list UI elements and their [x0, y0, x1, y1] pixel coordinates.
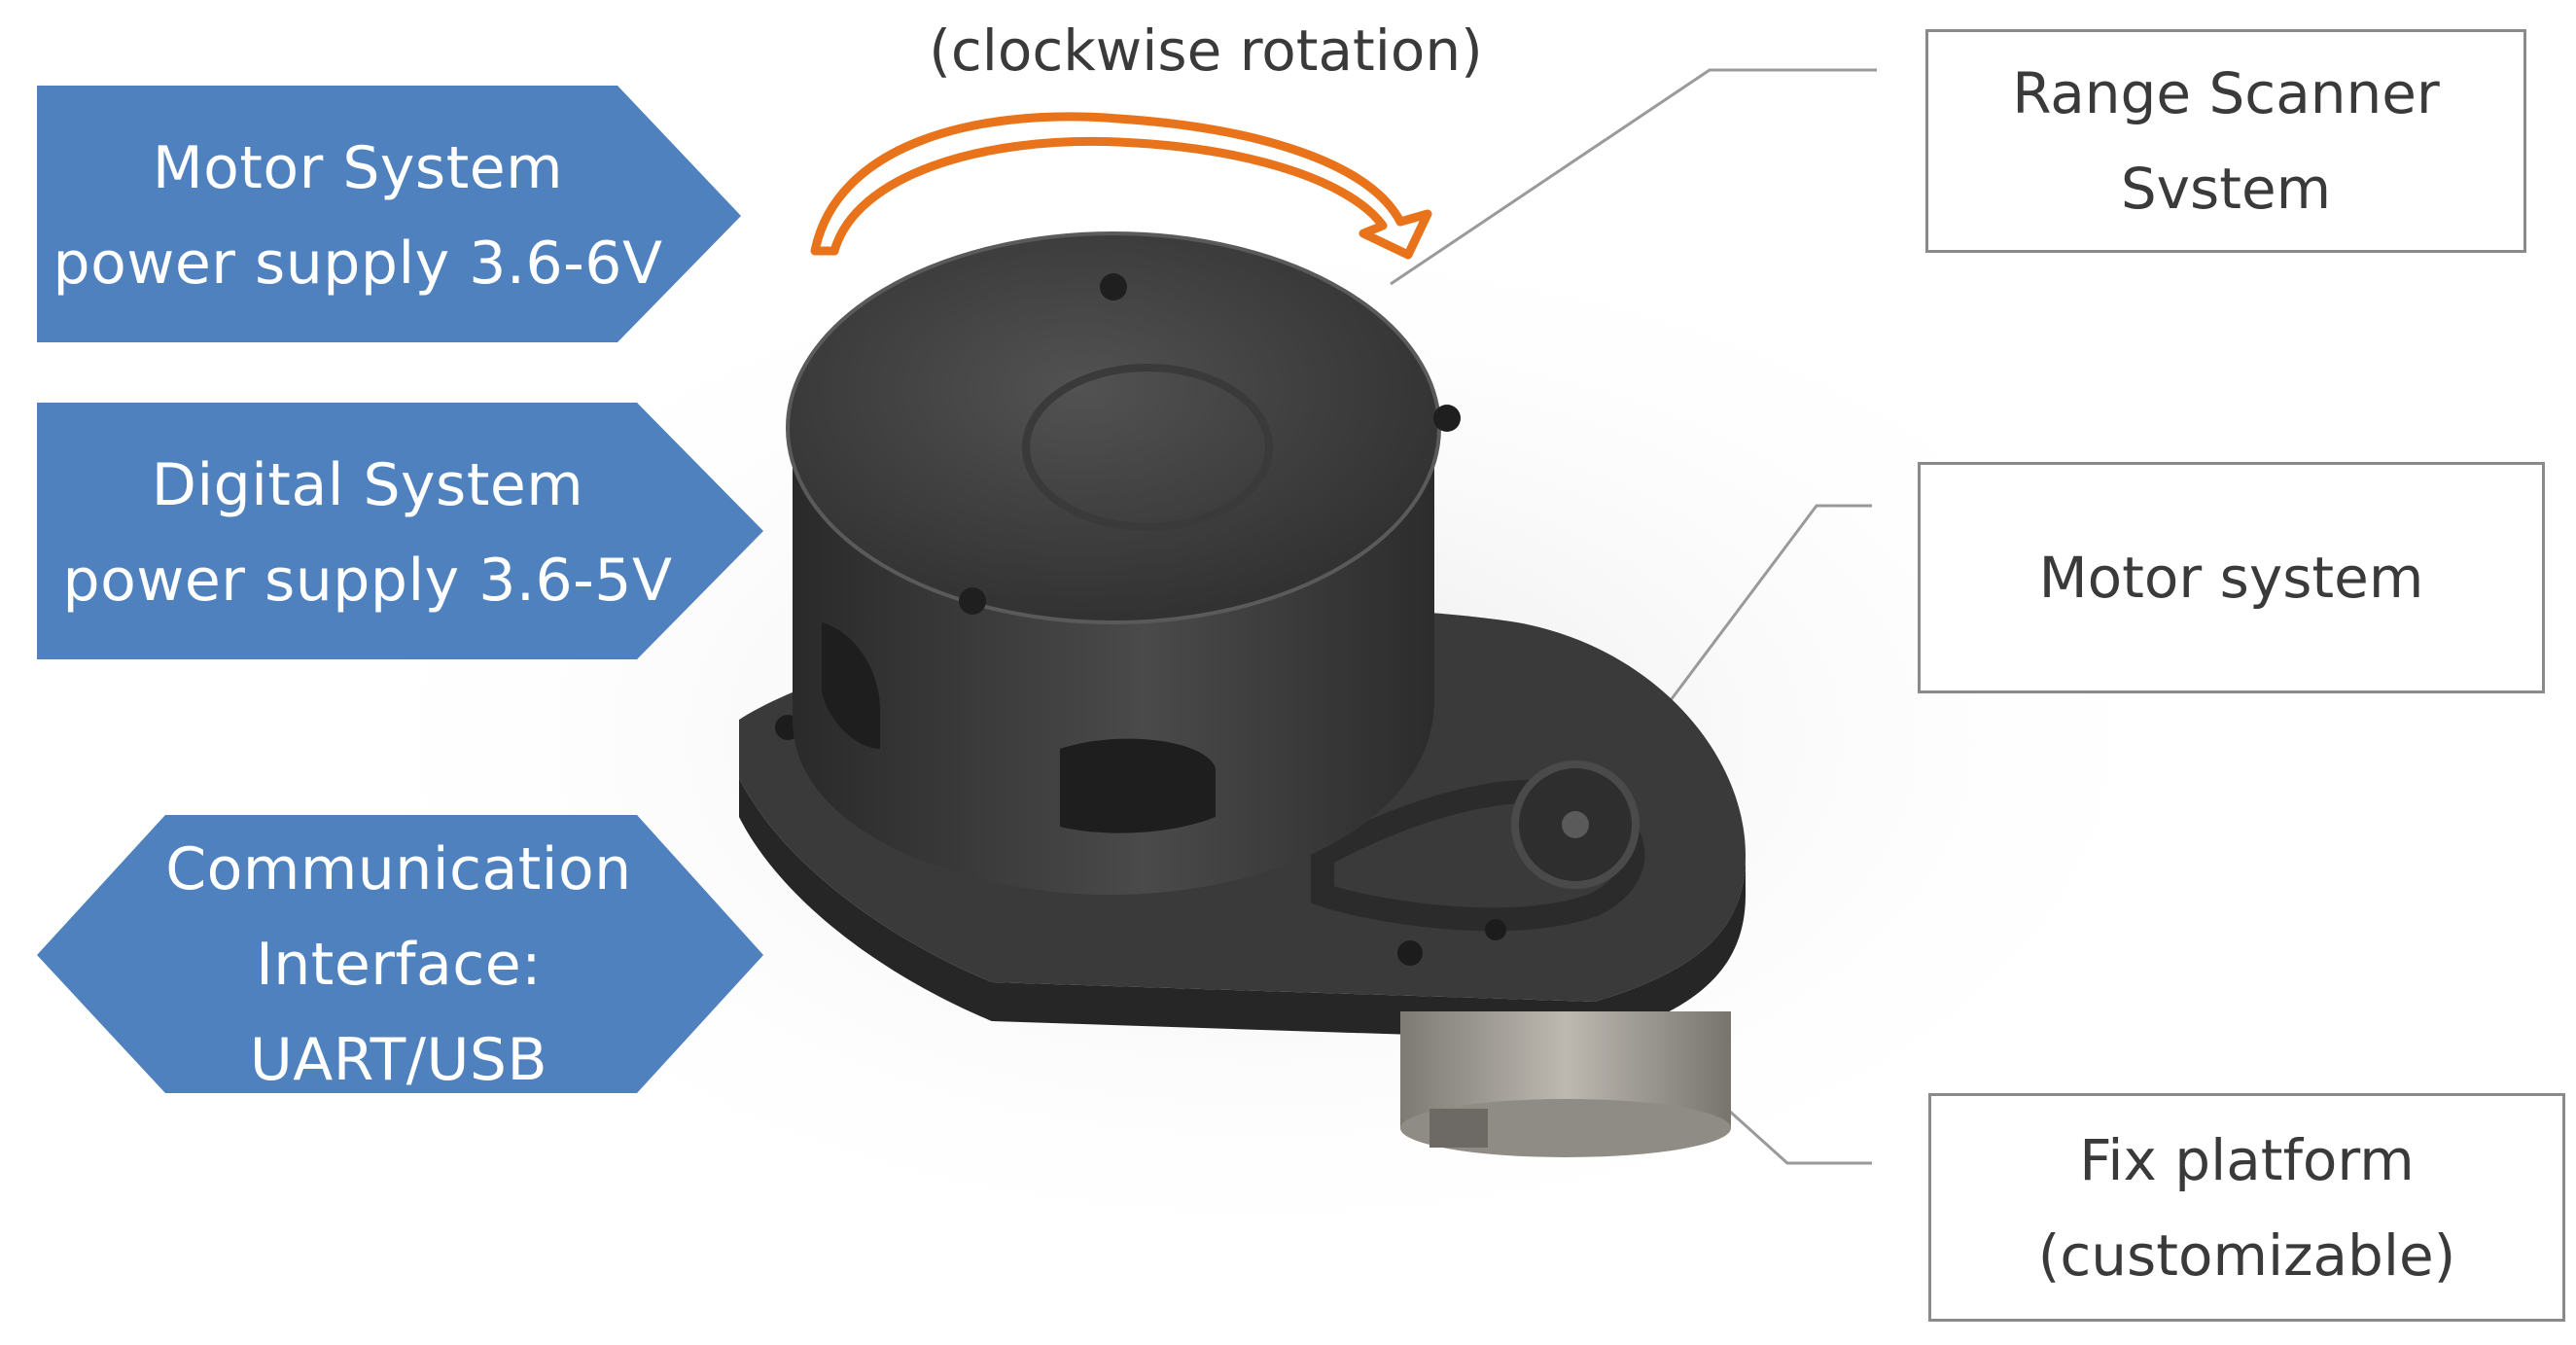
range-scanner-line-1: Range Scanner: [2012, 60, 2440, 126]
pulley-hub: [1562, 811, 1589, 838]
digital-supply-line-2: power supply 3.6-5V: [62, 547, 673, 615]
digital-supply-line-1: Digital System: [151, 451, 584, 519]
fix-platform-line-2: (customizable): [2037, 1221, 2456, 1289]
leader-line-range-scanner: [1390, 68, 1877, 286]
communication-label-shape: [37, 815, 763, 1093]
communication-line-3: UART/USB: [249, 1026, 548, 1089]
motor-system-line-1: Motor system: [2038, 545, 2424, 611]
top-screw-holes: [959, 273, 1461, 615]
scanner-window: [1060, 738, 1216, 833]
range-scanner-line-2: Svstem: [2120, 156, 2332, 222]
digital-supply-label: Digital System power supply 3.6-5V: [37, 438, 698, 628]
logo-emboss: [1022, 364, 1273, 531]
communication-label: Communication Interface: UART/USB: [78, 822, 720, 1089]
motor-supply-line-2: power supply 3.6-6V: [53, 230, 663, 298]
motor-supply-line-1: Motor System: [152, 134, 564, 202]
motor-system-callout: Motor system: [1918, 462, 2545, 693]
fix-platform-line-1: Fix platform: [2079, 1126, 2415, 1193]
communication-line-1: Communication: [165, 835, 632, 903]
communication-line-2: Interface:: [256, 931, 542, 999]
scanner-window-left: [822, 622, 880, 749]
rotation-caption: (clockwise rotation): [929, 18, 1483, 84]
motor-supply-label: Motor System power supply 3.6-6V: [37, 121, 679, 311]
scanner-top: [788, 233, 1439, 622]
range-scanner-callout: Range Scanner Svstem: [1925, 29, 2526, 253]
fix-platform-callout: Fix platform (customizable): [1928, 1093, 2565, 1322]
rotation-arrow: [810, 112, 1432, 260]
digital-supply-label-shape: [37, 403, 763, 659]
drive-belt: [1311, 779, 1645, 932]
motor-supply-label-shape: [37, 86, 741, 342]
motor-cylinder: [1400, 1011, 1731, 1157]
